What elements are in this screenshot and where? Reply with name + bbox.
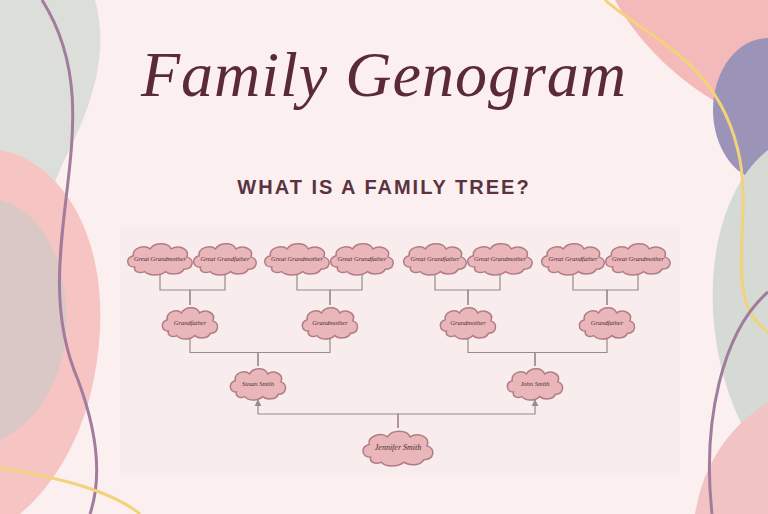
family-line [297, 275, 330, 305]
family-line [468, 275, 500, 305]
family-line [468, 339, 535, 366]
family-line [258, 400, 398, 428]
family-line [435, 275, 468, 305]
family-line [535, 339, 607, 366]
person-name: Grandmother [300, 305, 360, 339]
person-name: Great Grandmother [465, 241, 535, 275]
family-line [258, 339, 330, 366]
person-cloud: Great Grandfather [401, 241, 469, 275]
person-cloud: Great Grandmother [262, 241, 332, 275]
person-cloud: John Smith [505, 366, 565, 400]
family-line [607, 275, 638, 305]
person-cloud: Great Grandfather [191, 241, 259, 275]
family-line [330, 275, 362, 305]
person-name: Grandfather [160, 305, 220, 339]
page-title: Family Genogram [0, 38, 768, 112]
subtitle: WHAT IS A FAMILY TREE? [0, 176, 768, 199]
person-name: Great Grandmother [603, 241, 673, 275]
family-line [160, 275, 190, 305]
person-name: Grandfather [577, 305, 637, 339]
person-cloud: Grandfather [160, 305, 220, 339]
person-name: Great Grandfather [401, 241, 469, 275]
person-name: Great Grandmother [262, 241, 332, 275]
person-name: Susan Smith [228, 366, 288, 400]
person-cloud: Great Grandfather [328, 241, 396, 275]
person-name: Great Grandmother [125, 241, 195, 275]
person-name: Great Grandfather [539, 241, 607, 275]
person-cloud: Grandfather [577, 305, 637, 339]
person-name: Grandmother [438, 305, 498, 339]
family-line [573, 275, 607, 305]
family-line [398, 400, 535, 428]
family-line [190, 275, 225, 305]
person-cloud: Jennifer Smith [360, 428, 436, 466]
person-name: Great Grandfather [191, 241, 259, 275]
person-cloud: Great Grandmother [465, 241, 535, 275]
person-name: John Smith [505, 366, 565, 400]
family-line [190, 339, 258, 366]
person-cloud: Great Grandmother [125, 241, 195, 275]
person-cloud: Great Grandmother [603, 241, 673, 275]
person-cloud: Grandmother [438, 305, 498, 339]
person-cloud: Susan Smith [228, 366, 288, 400]
person-cloud: Grandmother [300, 305, 360, 339]
person-name: Jennifer Smith [360, 428, 436, 466]
person-name: Great Grandfather [328, 241, 396, 275]
person-cloud: Great Grandfather [539, 241, 607, 275]
